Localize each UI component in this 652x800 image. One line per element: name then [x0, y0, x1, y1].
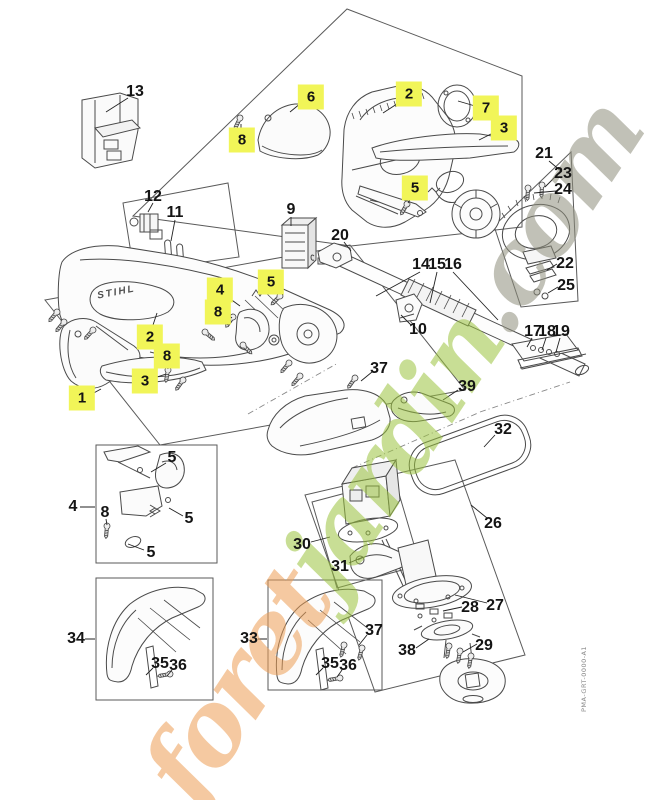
document-code: PMA-GRT-0000-A1 — [580, 645, 588, 712]
part-callout-26: 26 — [484, 515, 502, 532]
part-callout-2[interactable]: 2 — [395, 81, 423, 107]
leader-lines — [80, 97, 563, 678]
part-callout-4[interactable]: 4 — [206, 277, 234, 303]
part-callout-25: 25 — [557, 277, 575, 294]
part-callout-3[interactable]: 3 — [131, 368, 159, 394]
part-callout-3[interactable]: 3 — [490, 115, 518, 141]
part-callout-36: 36 — [169, 657, 187, 674]
part-callout-4: 4 — [68, 498, 78, 515]
part-grip-39 — [390, 391, 455, 423]
part-callout-34: 34 — [67, 630, 85, 647]
part-callout-37: 37 — [365, 622, 383, 639]
part-loop-handle-21 — [501, 193, 571, 300]
part-callout-36: 36 — [339, 657, 357, 674]
part-strip-3 — [371, 133, 520, 161]
part-gasket-7 — [437, 84, 477, 128]
part-callout-9: 9 — [286, 201, 296, 218]
part-callout-6[interactable]: 6 — [297, 84, 325, 110]
part-callout-5: 5 — [167, 449, 177, 466]
part-callout-39: 39 — [458, 378, 476, 395]
part-callout-19: 19 — [552, 323, 570, 340]
part-callout-11: 11 — [166, 204, 184, 221]
part-callout-8: 8 — [100, 504, 110, 521]
part-callout-10: 10 — [409, 321, 427, 338]
part-callout-8[interactable]: 8 — [228, 127, 256, 153]
part-switch-30 — [337, 458, 409, 589]
axis-dash-lines — [247, 362, 571, 469]
part-clutch-bell — [435, 170, 501, 239]
part-callout-29: 29 — [475, 637, 493, 654]
part-callout-16: 16 — [444, 256, 462, 273]
part-bracket-10 — [395, 293, 423, 323]
part-callout-2[interactable]: 2 — [136, 324, 164, 350]
part-gearhead-26 — [392, 539, 506, 704]
part-clamp-17-18-19 — [511, 333, 587, 370]
part-clip-12 — [129, 213, 163, 240]
part-callout-5: 5 — [184, 510, 194, 527]
part-callout-21: 21 — [535, 145, 553, 162]
part-hoop-32 — [408, 414, 532, 496]
part-callout-20: 20 — [331, 227, 349, 244]
part-callout-13: 13 — [126, 83, 144, 100]
part-bracket-13 — [81, 92, 141, 169]
part-clutch-mid — [235, 289, 338, 364]
part-callout-28: 28 — [461, 599, 479, 616]
part-callout-33: 33 — [240, 630, 258, 647]
part-callout-27: 27 — [486, 597, 504, 614]
part-callout-38: 38 — [398, 642, 416, 659]
part-callout-14: 14 — [412, 256, 430, 273]
part-guard-33 — [275, 588, 376, 691]
part-callout-5[interactable]: 5 — [401, 175, 429, 201]
part-callout-8[interactable]: 8 — [204, 299, 232, 325]
part-callout-32: 32 — [494, 421, 512, 438]
part-module-9 — [280, 216, 335, 270]
part-callout-22: 22 — [556, 255, 574, 272]
part-callout-31: 31 — [331, 558, 349, 575]
part-guard-34 — [105, 586, 206, 689]
part-callout-23: 23 — [554, 165, 572, 182]
part-cover-6 — [257, 103, 331, 160]
part-callout-35: 35 — [151, 655, 169, 672]
part-callout-5[interactable]: 5 — [257, 269, 285, 295]
part-rear-shell-30area — [266, 389, 391, 456]
part-throttle-control-4 — [103, 445, 185, 548]
part-callout-5: 5 — [146, 544, 156, 561]
part-callout-12: 12 — [144, 188, 162, 205]
part-callout-37: 37 — [370, 360, 388, 377]
part-callout-1[interactable]: 1 — [68, 385, 96, 411]
part-callout-17: 17 — [524, 323, 542, 340]
part-callout-35: 35 — [321, 655, 339, 672]
part-callout-24: 24 — [554, 181, 572, 198]
part-callout-18: 18 — [538, 323, 556, 340]
part-callout-15: 15 — [428, 256, 446, 273]
part-callout-30: 30 — [293, 536, 311, 553]
part-callout-8[interactable]: 8 — [153, 343, 181, 369]
